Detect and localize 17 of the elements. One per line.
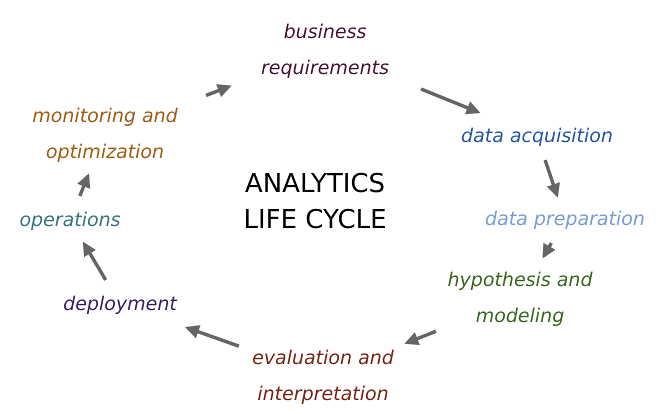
arrow (543, 159, 560, 198)
stage-label: hypothesis and modeling (442, 262, 598, 334)
arrow (82, 242, 108, 281)
arrow (542, 242, 556, 258)
stage-label: evaluation and interpretation (245, 340, 401, 412)
stage-label: operations (6, 202, 134, 238)
arrow (205, 84, 232, 98)
arrow (404, 330, 437, 346)
stage-label: monitoring and optimization (10, 98, 200, 170)
arrow (77, 173, 90, 197)
stage-label: data preparation (466, 201, 664, 237)
arrow (185, 325, 240, 348)
stage-label: data acquisition (442, 118, 632, 154)
stage-label: deployment (50, 286, 190, 322)
stage-label: business requirements (235, 14, 415, 86)
diagram-title: ANALYTICS LIFE CYCLE (242, 168, 388, 237)
arrow (420, 87, 480, 114)
